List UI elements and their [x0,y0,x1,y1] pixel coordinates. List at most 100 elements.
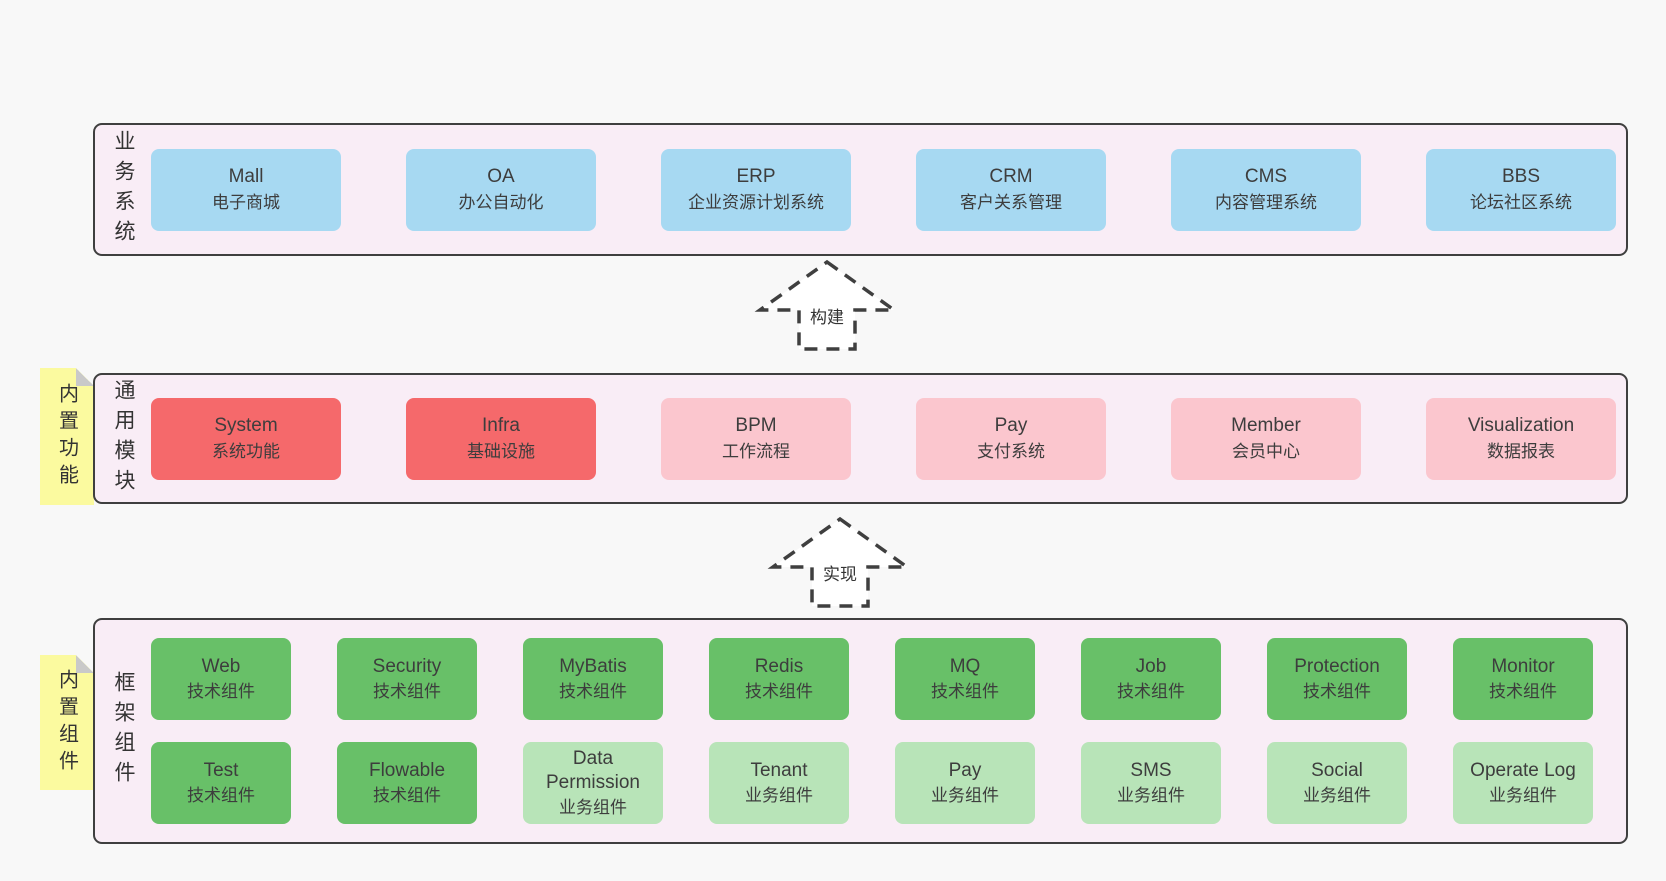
component-box-pay: Pay 业务组件 [895,742,1035,824]
framework-components-rows: Web 技术组件 Security 技术组件 MyBatis 技术组件 Redi… [151,620,1626,842]
system-desc: 电子商城 [212,192,280,212]
common-modules-row: System 系统功能 Infra 基础设施 BPM 工作流程 Pay 支付系统… [151,375,1626,502]
component-box-monitor: Monitor 技术组件 [1453,638,1593,720]
component-box-mybatis: MyBatis 技术组件 [523,638,663,720]
framework-components-panel: 框架组件 Web 技术组件 Security 技术组件 MyBatis 技术组件… [93,618,1628,844]
system-desc: 办公自动化 [458,192,544,212]
build-arrow-label: 构建 [807,302,847,329]
biz-components-row: Test 技术组件 Flowable 技术组件 Data Permission … [151,742,1626,824]
module-box-bpm: BPM 工作流程 [661,397,851,480]
built-in-components-sticky: 内置组件 [40,655,94,790]
system-box-mall: Mall 电子商城 [151,148,341,231]
system-box-crm: CRM 客户关系管理 [916,148,1106,231]
system-name: OA [487,166,515,188]
component-name: Test [203,759,239,781]
system-desc: 论坛社区系统 [1470,192,1572,212]
system-desc: 内容管理系统 [1215,192,1317,212]
module-name: System [214,415,278,437]
module-box-pay: Pay 支付系统 [916,397,1106,480]
system-desc: 企业资源计划系统 [688,192,824,212]
component-desc: 技术组件 [1303,682,1371,702]
component-name: Security [372,655,442,677]
component-name: Protection [1294,655,1380,677]
common-modules-side-label: 通用模块 [112,378,135,499]
component-name: SMS [1130,759,1172,781]
built-in-components-label: 内置组件 [55,668,78,777]
component-desc: 技术组件 [187,682,255,702]
component-box-operate-log: Operate Log 业务组件 [1453,742,1593,824]
module-desc: 会员中心 [1232,441,1300,461]
system-name: CRM [989,166,1033,188]
module-box-visualization: Visualization 数据报表 [1426,397,1616,480]
system-name: BBS [1501,166,1541,188]
module-name: Visualization [1467,415,1575,437]
build-arrow: 构建 [752,258,902,353]
component-desc: 业务组件 [1489,786,1557,806]
module-desc: 系统功能 [212,441,280,461]
common-modules-panel: 通用模块 System 系统功能 Infra 基础设施 BPM 工作流程 Pay… [93,373,1628,504]
system-box-oa: OA 办公自动化 [406,148,596,231]
system-name: ERP [736,166,776,188]
module-name: Member [1231,415,1301,437]
component-box-security: Security 技术组件 [337,638,477,720]
component-desc: 业务组件 [1117,786,1185,806]
component-desc: 业务组件 [559,798,627,818]
component-name: Data Permission [546,747,640,794]
folded-corner-icon [76,368,94,386]
component-box-job: Job 技术组件 [1081,638,1221,720]
component-name: MyBatis [559,655,627,677]
business-systems-side-label: 业务系统 [112,129,135,250]
component-desc: 技术组件 [745,682,813,702]
business-systems-panel: 业务系统 Mall 电子商城 OA 办公自动化 ERP 企业资源计划系统 CRM… [93,123,1628,256]
component-box-social: Social 业务组件 [1267,742,1407,824]
built-in-features-sticky: 内置功能 [40,368,94,505]
component-name: Monitor [1491,655,1555,677]
business-systems-row: Mall 电子商城 OA 办公自动化 ERP 企业资源计划系统 CRM 客户关系… [151,125,1626,254]
component-desc: 业务组件 [745,786,813,806]
system-box-cms: CMS 内容管理系统 [1171,148,1361,231]
system-name: Mall [228,166,264,188]
folded-corner-icon [76,655,94,673]
module-desc: 支付系统 [977,441,1045,461]
implement-arrow-label: 实现 [820,559,860,586]
component-desc: 技术组件 [1489,682,1557,702]
component-desc: 业务组件 [1303,786,1371,806]
module-box-system: System 系统功能 [151,397,341,480]
component-box-flowable: Flowable 技术组件 [337,742,477,824]
component-desc: 技术组件 [559,682,627,702]
system-desc: 客户关系管理 [960,192,1062,212]
component-box-mq: MQ 技术组件 [895,638,1035,720]
component-name: Web [201,655,241,677]
component-box-redis: Redis 技术组件 [709,638,849,720]
module-box-infra: Infra 基础设施 [406,397,596,480]
module-box-member: Member 会员中心 [1171,397,1361,480]
module-desc: 工作流程 [722,441,790,461]
system-box-erp: ERP 企业资源计划系统 [661,148,851,231]
module-desc: 数据报表 [1487,441,1555,461]
component-desc: 技术组件 [373,682,441,702]
component-box-data-permission: Data Permission 业务组件 [523,742,663,824]
component-desc: 技术组件 [1117,682,1185,702]
component-name: Redis [754,655,804,677]
component-box-sms: SMS 业务组件 [1081,742,1221,824]
component-name: Tenant [750,759,808,781]
module-name: BPM [735,415,777,437]
component-box-tenant: Tenant 业务组件 [709,742,849,824]
component-desc: 技术组件 [373,786,441,806]
tech-components-row: Web 技术组件 Security 技术组件 MyBatis 技术组件 Redi… [151,638,1626,720]
component-box-test: Test 技术组件 [151,742,291,824]
framework-components-side-label: 框架组件 [112,671,135,791]
component-desc: 技术组件 [931,682,999,702]
component-desc: 技术组件 [187,786,255,806]
module-name: Pay [994,415,1028,437]
component-box-web: Web 技术组件 [151,638,291,720]
built-in-features-label: 内置功能 [55,382,78,491]
component-name: Job [1135,655,1167,677]
component-name: Pay [948,759,982,781]
component-name: Operate Log [1470,759,1576,781]
component-name: MQ [949,655,981,677]
component-name: Flowable [368,759,446,781]
component-name: Social [1311,759,1363,781]
module-name: Infra [481,415,521,437]
